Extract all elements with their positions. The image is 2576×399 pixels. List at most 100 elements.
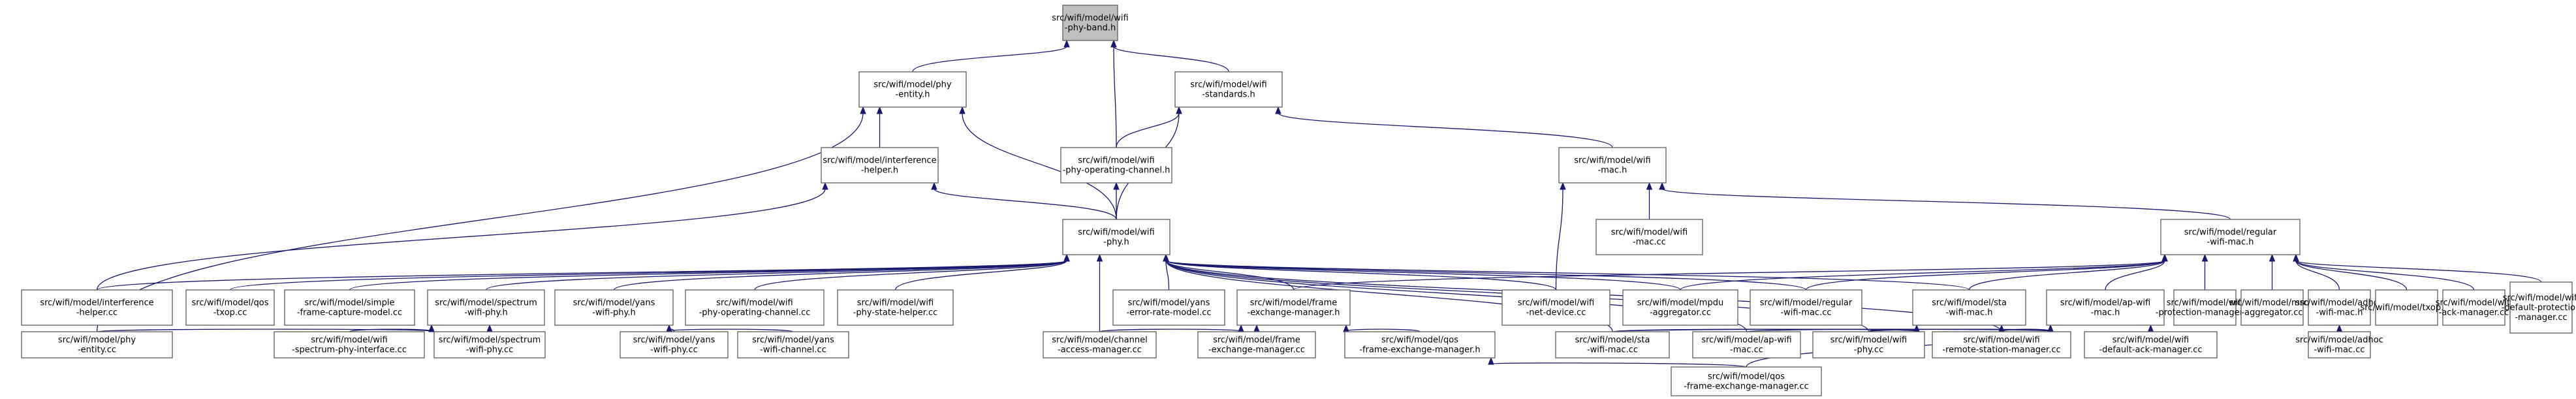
graph-node-n32[interactable]: src/wifi/model/yans-wifi-phy.cc <box>620 331 729 359</box>
edge-n3-n6 <box>931 182 1117 220</box>
graph-node-n7[interactable]: src/wifi/model/wifi-mac.cc <box>1595 219 1703 255</box>
node-box <box>2308 289 2371 326</box>
graph-node-n12[interactable]: src/wifi/model/spectrum-wifi-phy.h <box>427 289 545 326</box>
graph-node-n25[interactable]: src/wifi/model/adhoc-wifi-mac.h <box>2295 289 2383 326</box>
node-label-line: -wifi-mac.h <box>2316 308 2363 318</box>
graph-node-n4[interactable]: src/wifi/model/wifi-phy-operating-channe… <box>1060 147 1172 184</box>
graph-node-n36[interactable]: src/wifi/model/qos-frame-exchange-manage… <box>1344 331 1496 359</box>
graph-node-n26[interactable]: src/wifi/model/txop.cc <box>2360 289 2453 326</box>
graph-node-n9[interactable]: src/wifi/model/interference-helper.cc <box>21 289 173 326</box>
edge-arrowhead <box>486 324 493 332</box>
graph-node-n16[interactable]: src/wifi/model/yans-error-rate-model.cc <box>1112 289 1225 326</box>
node-label-line: src/wifi/model/qos <box>1708 372 1785 382</box>
node-label-line: src/wifi/model/wifi <box>1830 336 1907 345</box>
graph-node-n34[interactable]: src/wifi/model/channel-access-manager.cc <box>1043 331 1157 359</box>
node-label-line: src/wifi/model/yans <box>633 336 715 345</box>
edge-line <box>668 328 794 332</box>
graph-node-n38[interactable]: src/wifi/model/ap-wifi-mac.cc <box>1692 331 1801 359</box>
node-box <box>620 331 729 359</box>
node-box <box>21 331 173 359</box>
graph-node-n6[interactable]: src/wifi/model/wifi-phy.h <box>1062 219 1170 255</box>
node-label-line: src/wifi/model/phy <box>873 80 952 90</box>
node-label-line: -frame-exchange-manager.h <box>1359 345 1480 355</box>
graph-node-n35[interactable]: src/wifi/model/frame-exchange-manager.cc <box>1197 331 1316 359</box>
edge-arrowhead <box>1253 324 1260 332</box>
node-label-line: -wifi-phy.h <box>592 308 636 318</box>
graph-node-n24[interactable]: src/wifi/model/msdu-aggregator.cc <box>2229 289 2315 326</box>
graph-node-n3[interactable]: src/wifi/model/interference-helper.h <box>821 147 939 184</box>
node-label-line: src/wifi/model/msdu <box>2229 298 2315 308</box>
graph-node-n28[interactable]: src/wifi/model/wifi-default-protection-m… <box>2502 281 2576 334</box>
graph-node-n23[interactable]: src/wifi/model/wifi-protection-manager.c… <box>2156 289 2254 326</box>
node-box <box>1595 219 1703 255</box>
edge-line <box>96 328 432 332</box>
edge-line <box>96 112 864 332</box>
edge-line <box>1805 260 2165 291</box>
node-box <box>1197 331 1316 359</box>
edge-n17-n36 <box>1343 324 1421 332</box>
edge-n5-n18 <box>1555 182 1566 291</box>
node-box <box>821 147 939 184</box>
graph-node-n33[interactable]: src/wifi/model/yans-wifi-channel.cc <box>737 331 849 359</box>
graph-node-n42[interactable]: src/wifi/model/adhoc-wifi-mac.cc <box>2295 331 2383 359</box>
node-label-line: src/wifi/model/ap-wifi <box>1701 336 1791 345</box>
node-label-line: -phy.cc <box>1854 345 1883 355</box>
edge-arrowhead <box>860 106 866 114</box>
graph-node-n0[interactable]: src/wifi/model/wifi-phy-band.h <box>1052 5 1129 41</box>
graph-node-n37[interactable]: src/wifi/model/sta-wifi-mac.cc <box>1555 331 1670 359</box>
node-label-line: -wifi-phy.cc <box>466 345 514 355</box>
edge-line <box>2295 260 2475 291</box>
graph-node-n11[interactable]: src/wifi/model/simple-frame-capture-mode… <box>284 289 415 326</box>
edge-arrowhead <box>1659 182 1665 190</box>
graph-node-n41[interactable]: src/wifi/model/wifi-default-ack-manager.… <box>2084 331 2218 359</box>
edge-n2-n4 <box>1116 106 1182 148</box>
node-label-line: src/wifi/model/spectrum <box>439 336 541 345</box>
edge-n8-n27 <box>2293 253 2475 291</box>
edge-n0-n1 <box>912 39 1070 72</box>
node-label-line: -aggregator.cc <box>2241 308 2302 318</box>
edge-line <box>613 260 1067 291</box>
node-box <box>1912 289 2026 326</box>
graph-node-n15[interactable]: src/wifi/model/wifi-phy-state-helper.cc <box>837 289 954 326</box>
graph-node-n22[interactable]: src/wifi/model/ap-wifi-mac.h <box>2046 289 2165 326</box>
node-label-line: src/wifi/model/sta <box>1575 336 1650 345</box>
node-label-line: src/wifi/model/frame <box>1213 336 1300 345</box>
edge-n4-n6 <box>1113 182 1120 219</box>
edge-n36-n43 <box>1488 357 1747 368</box>
node-label-line: src/wifi/model/wifi <box>2503 293 2576 303</box>
graph-node-n8[interactable]: src/wifi/model/regular-wifi-mac.h <box>2160 219 2301 255</box>
node-label-line: src/wifi/model/wifi <box>716 298 793 308</box>
graph-node-n19[interactable]: src/wifi/model/mpdu-aggregator.cc <box>1622 289 1738 326</box>
graph-node-n10[interactable]: src/wifi/model/qos-txop.cc <box>185 289 275 326</box>
graph-node-n14[interactable]: src/wifi/model/wifi-phy-operating-channe… <box>685 289 825 326</box>
node-label-line: src/wifi/model/yans <box>752 336 834 345</box>
edge-line <box>1680 260 2165 291</box>
node-box <box>685 289 825 326</box>
graph-node-n18[interactable]: src/wifi/model/wifi-net-device.cc <box>1501 289 1610 326</box>
graph-node-n40[interactable]: src/wifi/model/wifi-remote-station-manag… <box>1932 331 2071 359</box>
graph-node-n17[interactable]: src/wifi/model/frame-exchange-manager.h <box>1236 289 1351 326</box>
graph-node-n30[interactable]: src/wifi/model/wifi-spectrum-phy-interfa… <box>274 331 425 359</box>
node-label-line: src/wifi/model/sta <box>1932 298 2007 308</box>
graph-node-n27[interactable]: src/wifi/model/wifi-ack-manager.cc <box>2436 289 2512 326</box>
node-label-line: src/wifi/model/wifi <box>311 336 387 345</box>
node-label-line: -aggregator.cc <box>1650 308 1711 318</box>
edge-arrowhead <box>2047 324 2054 332</box>
graph-node-n1[interactable]: src/wifi/model/phy-entity.h <box>858 71 967 108</box>
edge-line <box>2295 260 2542 283</box>
graph-node-n43[interactable]: src/wifi/model/qos-frame-exchange-manage… <box>1671 366 1822 396</box>
graph-node-n20[interactable]: src/wifi/model/regular-wifi-mac.cc <box>1750 289 1862 326</box>
node-label-line: src/wifi/model/wifi <box>1078 228 1154 238</box>
graph-node-n39[interactable]: src/wifi/model/wifi-phy.cc <box>1812 331 1925 359</box>
node-label-line: -access-manager.cc <box>1058 345 1142 355</box>
graph-node-n13[interactable]: src/wifi/model/yans-wifi-phy.h <box>554 289 674 326</box>
graph-node-n2[interactable]: src/wifi/model/wifi-standards.h <box>1174 71 1283 108</box>
node-box <box>1622 289 1738 326</box>
edge-line <box>1490 362 1747 368</box>
graph-node-n31[interactable]: src/wifi/model/spectrum-wifi-phy.cc <box>433 331 546 359</box>
graph-node-n29[interactable]: src/wifi/model/phy-entity.cc <box>21 331 173 359</box>
graph-node-n21[interactable]: src/wifi/model/sta-wifi-mac.h <box>1912 289 2026 326</box>
node-box <box>2442 289 2505 326</box>
graph-node-n5[interactable]: src/wifi/model/wifi-mac.h <box>1558 147 1667 184</box>
edge-arrowhead <box>2201 253 2208 262</box>
